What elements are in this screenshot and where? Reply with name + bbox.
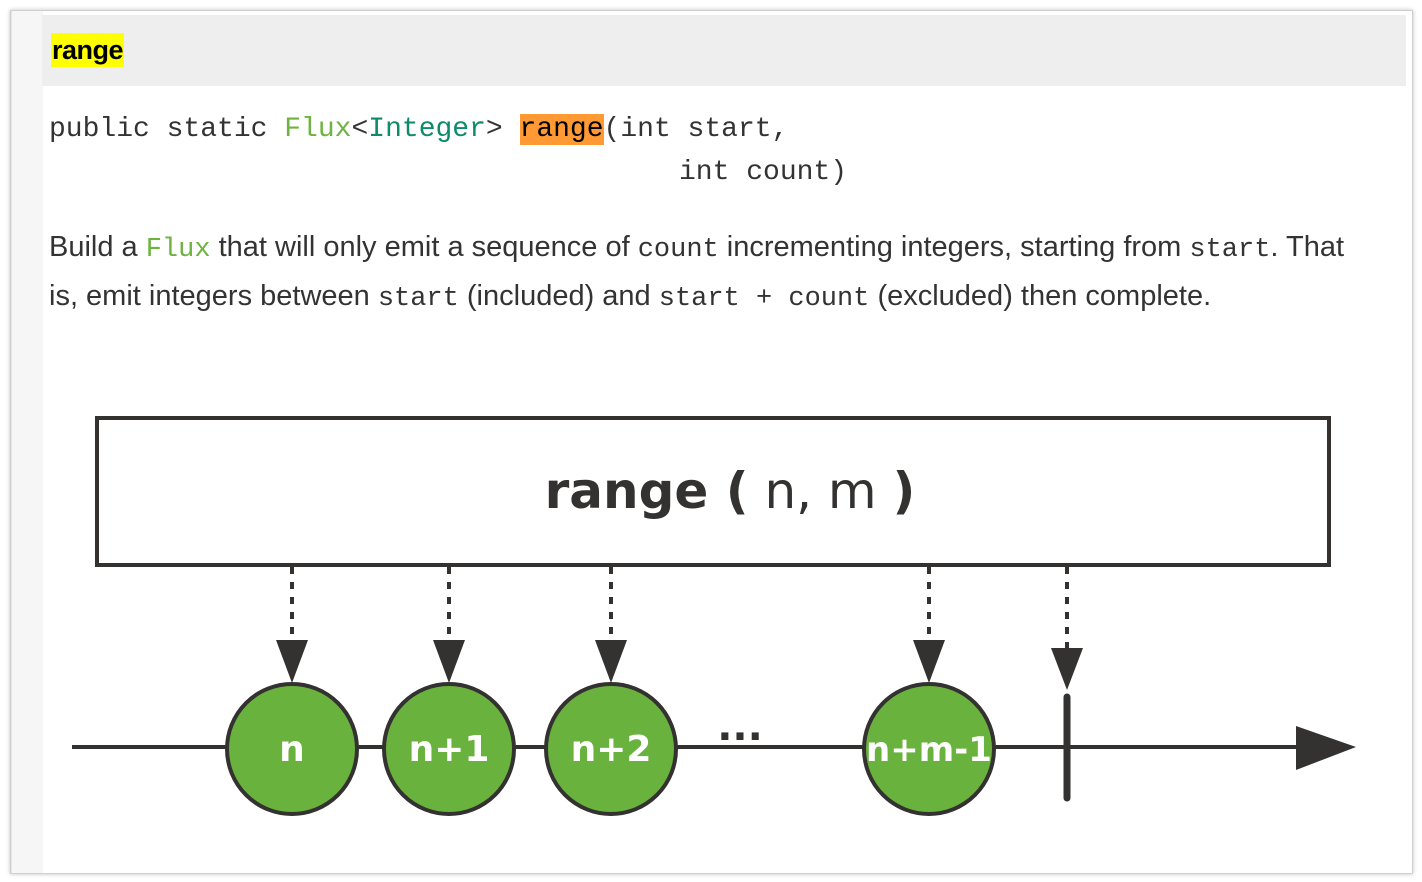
operator-box xyxy=(95,416,1331,567)
marble xyxy=(862,682,996,816)
code: start xyxy=(1189,235,1271,265)
left-gutter xyxy=(11,11,43,873)
method-signature: public static Flux<Integer> range(int st… xyxy=(49,114,848,188)
emission-arrow-icon xyxy=(595,640,627,683)
text: . That is, emit integers between xyxy=(49,231,1345,312)
return-type-link[interactable]: Flux xyxy=(284,114,352,145)
text: that will only emit a sequence of xyxy=(210,231,638,263)
marble xyxy=(544,682,678,816)
text: (included) and xyxy=(458,280,659,312)
type-param-link[interactable]: Integer xyxy=(368,114,486,145)
method-name: range xyxy=(519,114,604,145)
flux-link[interactable]: Flux xyxy=(145,235,211,265)
text: (excluded) then complete. xyxy=(869,280,1212,312)
method-title: range xyxy=(51,33,125,67)
marble-label: n+m-1 xyxy=(866,730,992,770)
marble xyxy=(225,682,359,816)
param-count: int count) xyxy=(679,157,848,188)
text: incrementing integers, starting from xyxy=(718,231,1190,263)
emission-arrow-icon xyxy=(913,640,945,683)
code: start + count xyxy=(658,284,870,314)
timeline-arrow-icon xyxy=(1296,726,1356,770)
method-header: range xyxy=(42,15,1406,86)
text: Build a xyxy=(49,231,146,263)
param-start: int start, xyxy=(620,114,789,145)
operator-label: range ( n, m ) xyxy=(545,462,916,520)
marble-label: n+1 xyxy=(409,729,490,770)
completion-arrow-icon xyxy=(1051,648,1083,690)
code: start xyxy=(377,284,459,314)
emission-arrow-icon xyxy=(433,640,465,683)
code: count xyxy=(637,235,719,265)
marble-label: n xyxy=(279,729,305,770)
marble-label: n+2 xyxy=(571,729,652,770)
emission-arrow-icon xyxy=(276,640,308,683)
marble xyxy=(382,682,516,816)
method-description: Build a Flux that will only emit a seque… xyxy=(49,224,1379,322)
ellipsis: ... xyxy=(717,704,763,750)
modifiers: public static xyxy=(49,114,285,145)
